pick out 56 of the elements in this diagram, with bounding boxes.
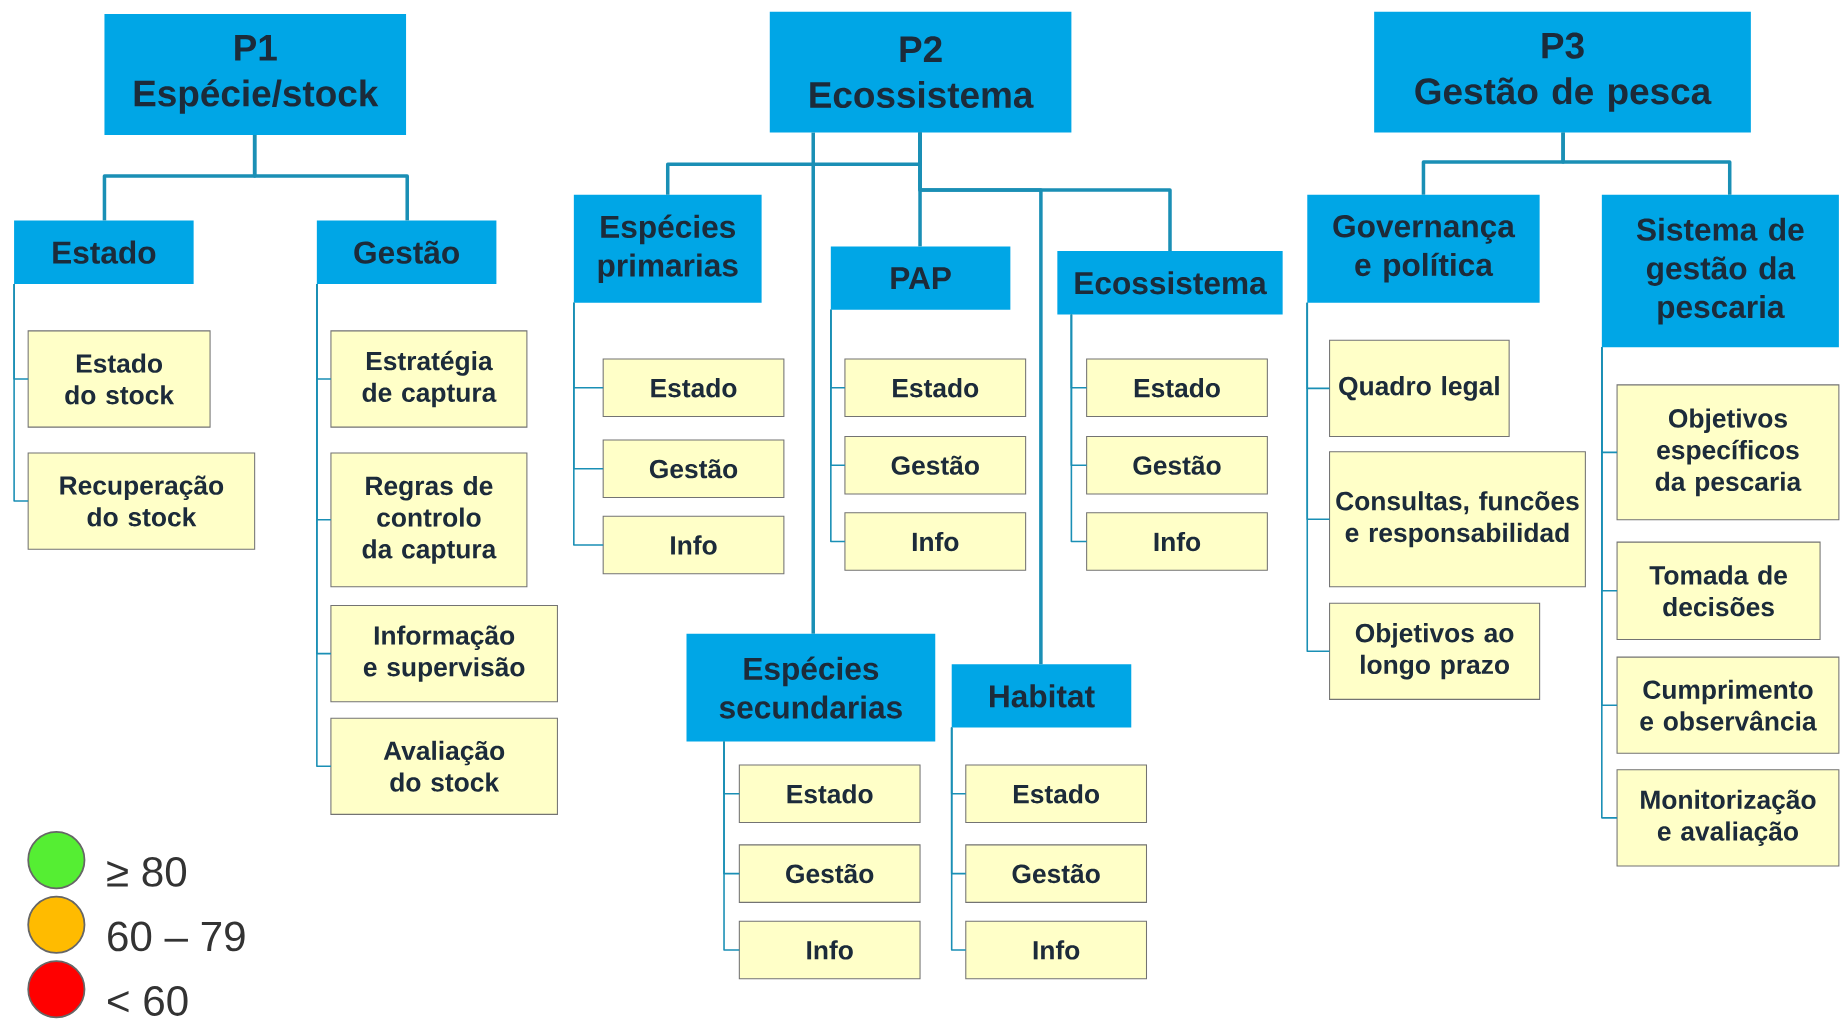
item-box: Estado bbox=[844, 358, 1027, 417]
connector-line bbox=[830, 308, 846, 543]
item-box: Monitorização e avaliação bbox=[1616, 769, 1840, 867]
connector-line bbox=[950, 726, 967, 951]
connector-line bbox=[316, 282, 332, 767]
category-box: Sistema de gestão da pescaria bbox=[1601, 194, 1839, 348]
header-box: P3 Gestão de pesca bbox=[1374, 11, 1751, 133]
item-box: Estado bbox=[1086, 358, 1268, 417]
category-box: Gestão bbox=[316, 220, 497, 284]
item-box: Tomada de decisões bbox=[1616, 541, 1821, 640]
item-box: Gestão bbox=[738, 844, 921, 903]
item-box: Info bbox=[738, 920, 921, 979]
connector-line bbox=[252, 134, 409, 221]
item-box: Informação e supervisão bbox=[330, 604, 558, 703]
item-box: Quadro legal bbox=[1329, 339, 1510, 437]
connector-line bbox=[1561, 132, 1732, 195]
connector-line bbox=[1070, 313, 1088, 543]
item-box: Objetivos específicos da pescaria bbox=[1616, 384, 1840, 521]
item-box: Estado bbox=[602, 358, 785, 417]
connector-line bbox=[1601, 346, 1618, 819]
item-box: Gestão bbox=[844, 435, 1027, 495]
connector-line bbox=[1306, 301, 1331, 652]
item-box: Objetivos ao longo prazo bbox=[1329, 602, 1541, 700]
category-box: PAP bbox=[830, 246, 1011, 310]
category-box: Habitat bbox=[951, 664, 1132, 728]
item-box: Estratégia de captura bbox=[330, 330, 528, 428]
header-box: P1 Espécie/stock bbox=[104, 13, 407, 135]
category-box: Governança e política bbox=[1307, 194, 1540, 303]
category-box: Espécies primarias bbox=[573, 194, 762, 303]
item-box: Gestão bbox=[602, 439, 785, 498]
connector-line bbox=[918, 132, 1043, 664]
header-box: P2 Ecossistema bbox=[769, 11, 1072, 133]
item-box: Consultas, funcões e responsabilidad bbox=[1329, 451, 1586, 588]
item-box: Cumprimento e observância bbox=[1616, 656, 1840, 754]
category-box: Estado bbox=[14, 220, 194, 284]
item-box: Info bbox=[965, 920, 1148, 979]
connector-line bbox=[723, 740, 741, 951]
item-box: Avaliação do stock bbox=[330, 717, 558, 815]
connector-line bbox=[13, 282, 29, 502]
connector-line bbox=[811, 132, 815, 634]
item-box: Estado bbox=[965, 764, 1148, 823]
legend-label: ≥ 80 bbox=[107, 856, 187, 887]
legend-label: 60 – 79 bbox=[108, 921, 245, 952]
item-box: Info bbox=[844, 512, 1027, 571]
item-box: Estado bbox=[738, 764, 921, 823]
item-box: Estado do stock bbox=[27, 330, 211, 428]
category-box: Ecossistema bbox=[1057, 250, 1283, 315]
item-box: Gestão bbox=[1086, 435, 1268, 495]
category-box: Espécies secundarias bbox=[686, 633, 936, 742]
item-box: Info bbox=[602, 515, 785, 575]
legend-label: < 60 bbox=[108, 985, 188, 1016]
item-box: Recuperação do stock bbox=[27, 452, 256, 550]
connector-line bbox=[573, 301, 604, 546]
item-box: Gestão bbox=[965, 844, 1148, 903]
item-box: Info bbox=[1086, 512, 1268, 571]
item-box: Regras de controlo da captura bbox=[330, 452, 528, 587]
